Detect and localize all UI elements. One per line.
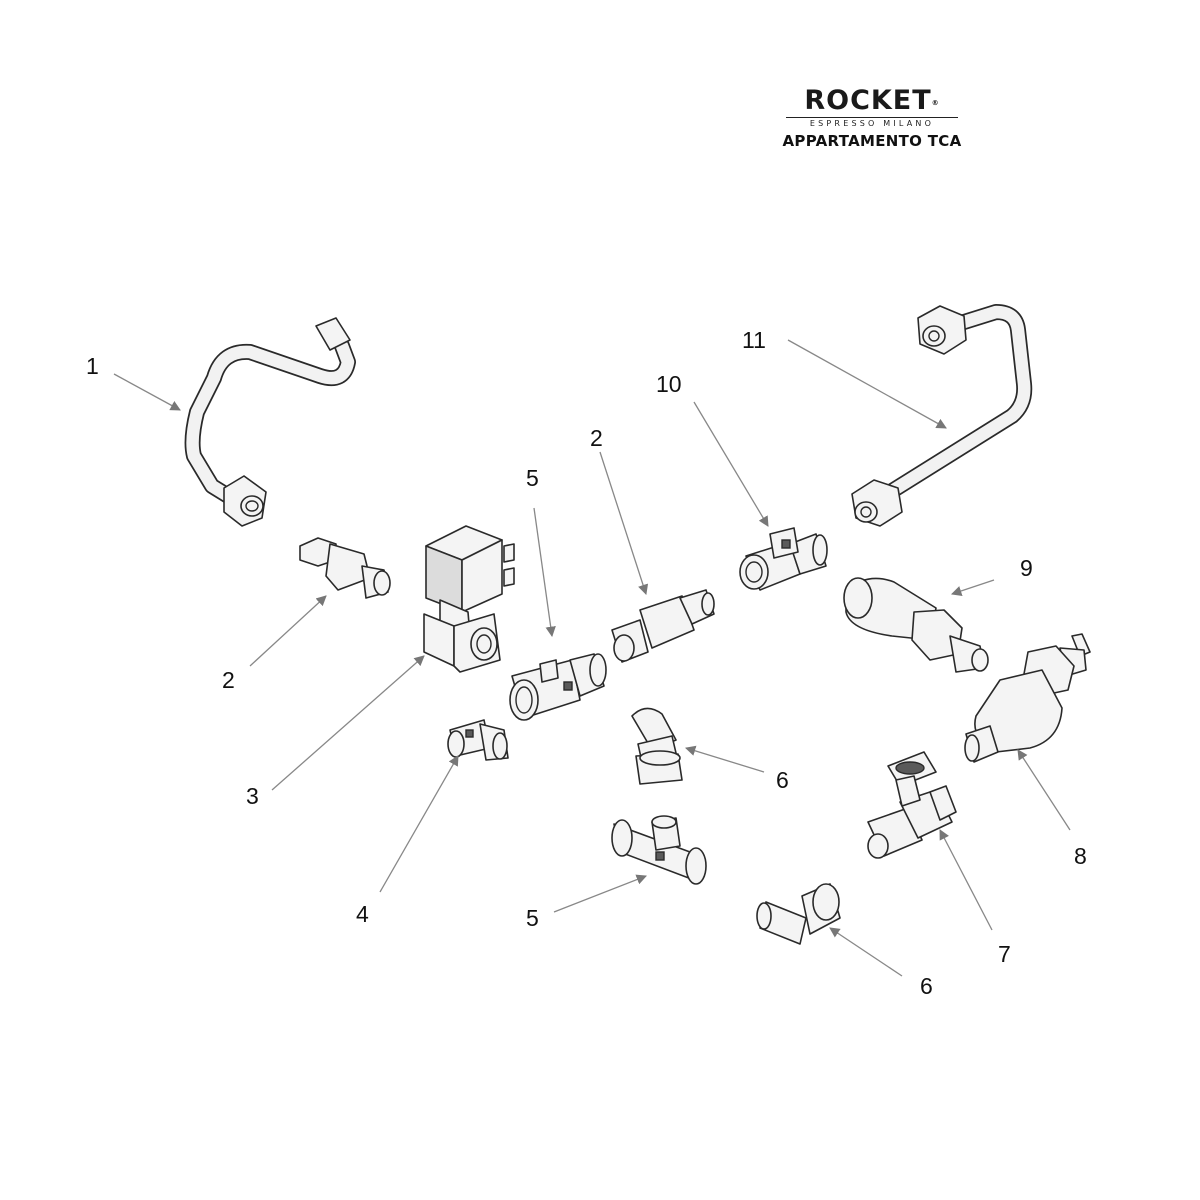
part-2-fitting xyxy=(299,537,391,599)
callout-2a: 2 xyxy=(222,667,235,693)
part-11-pipe xyxy=(851,304,1033,527)
leader-11 xyxy=(787,339,947,429)
part-5-tee-fitting xyxy=(509,653,607,721)
part-3-solenoid-valve xyxy=(423,525,515,673)
leader-8 xyxy=(1017,749,1071,831)
callout-2b: 2 xyxy=(590,425,603,451)
leader-9 xyxy=(951,579,995,596)
part-8-pressure-switch xyxy=(964,633,1091,763)
callout-7: 7 xyxy=(998,941,1011,967)
part-5-tee-fitting-lower xyxy=(611,815,707,885)
leader-2a xyxy=(249,595,327,667)
part-4-elbow-fitting xyxy=(447,719,509,761)
leader-6a xyxy=(685,745,765,773)
part-6-elbow-fitting xyxy=(631,707,683,785)
leader-4 xyxy=(379,755,459,893)
leader-1 xyxy=(113,373,181,411)
part-7-ball-valve xyxy=(867,751,957,859)
callout-6b: 6 xyxy=(920,973,933,999)
part-2-fitting-center xyxy=(611,589,715,663)
model-name: APPARTAMENTO TCA xyxy=(782,132,962,150)
leader-5b xyxy=(553,874,647,913)
callout-10: 10 xyxy=(656,371,682,397)
leader-3 xyxy=(271,655,425,791)
brand-tagline: ESPRESSO MILANO xyxy=(786,117,958,128)
part-9-pressure-switch xyxy=(843,577,989,673)
leader-7 xyxy=(939,829,993,931)
callout-11: 11 xyxy=(742,327,766,353)
leader-5a xyxy=(533,507,556,638)
callout-3: 3 xyxy=(246,783,259,809)
brand-name: ROCKET® xyxy=(804,85,940,116)
callout-6a: 6 xyxy=(776,767,789,793)
leader-lines xyxy=(113,339,1071,977)
leader-6b xyxy=(829,927,903,977)
callout-1: 1 xyxy=(86,353,99,379)
callout-5b: 5 xyxy=(526,905,539,931)
callout-4: 4 xyxy=(356,901,369,927)
leader-10 xyxy=(693,401,769,527)
callout-8: 8 xyxy=(1074,843,1087,869)
callout-9: 9 xyxy=(1020,555,1033,581)
brand-logo: ROCKET® ESPRESSO MILANO APPARTAMENTO TCA xyxy=(760,85,984,151)
callout-labels: 1 2 2 3 4 5 5 6 6 7 8 9 10 11 xyxy=(86,327,1087,999)
part-1-pipe xyxy=(184,317,356,527)
part-10-tee-fitting xyxy=(739,527,828,591)
part-6-elbow-fitting-lower xyxy=(756,883,841,945)
callout-5a: 5 xyxy=(526,465,539,491)
leader-2b xyxy=(599,451,649,595)
registered-mark: ® xyxy=(931,99,940,107)
